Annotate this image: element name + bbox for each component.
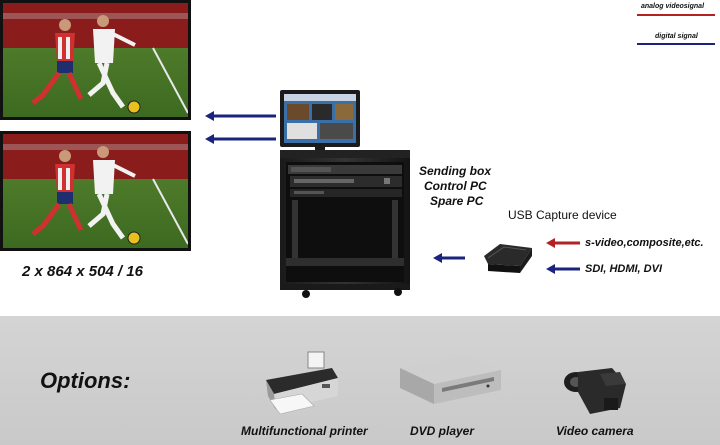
rack-label-control-pc: Control PC (424, 179, 487, 193)
options-title: Options: (40, 368, 131, 393)
printer-icon (266, 351, 338, 415)
legend-digital-line (637, 43, 715, 45)
monitor-icon (280, 90, 409, 159)
dvd-player-icon (400, 356, 501, 404)
arrow-capture-to-rack (433, 253, 465, 263)
legend-analog-label: analog videosignal (641, 3, 705, 10)
arrow-to-display-top (205, 111, 276, 121)
video-camera-icon (564, 368, 626, 414)
rack-label-spare-pc: Spare PC (430, 194, 484, 208)
legend-digital-label: digital signal (655, 33, 698, 40)
capture-box-icon (484, 244, 532, 273)
option-label-camera: Video camera (556, 424, 634, 438)
option-label-dvd: DVD player (410, 424, 475, 438)
display-screen-bottom (0, 131, 191, 251)
rack-label-sending-box: Sending box (419, 164, 491, 178)
option-label-printer: Multifunctional printer (241, 424, 368, 438)
capture-input-digital: SDI, HDMI, DVI (585, 263, 663, 275)
arrow-digital-input (546, 264, 580, 274)
display-caption: 2 x 864 x 504 / 16 (22, 263, 143, 280)
capture-input-analog: s-video,composite,etc. (585, 237, 704, 249)
legend-analog-line (637, 14, 715, 16)
rack-icon (280, 150, 410, 298)
arrow-analog-input (546, 238, 580, 248)
display-screen-top (0, 0, 191, 120)
arrow-to-display-bottom (205, 134, 276, 144)
capture-device-label: USB Capture device (508, 208, 617, 222)
